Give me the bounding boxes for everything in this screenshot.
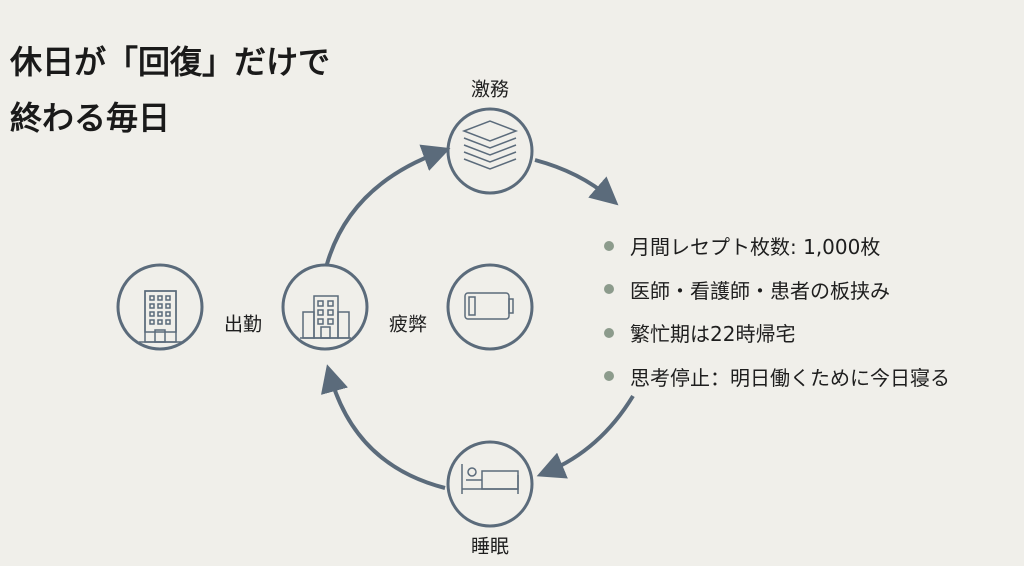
bullet-dot-icon xyxy=(604,240,614,251)
arrow-sleep-to-commute xyxy=(321,364,446,490)
low-battery-icon xyxy=(464,292,514,320)
work-circle xyxy=(446,107,534,195)
sleep-circle xyxy=(446,440,534,528)
bullet-dot-icon xyxy=(604,284,614,295)
battery-circle xyxy=(446,263,534,351)
bullet-text: 月間レセプト枚数: 1,000枚 xyxy=(630,235,881,260)
list-item: 思考停止：明日働くために今日寝る xyxy=(604,355,950,399)
arrow-bullets-to-sleep xyxy=(536,394,635,479)
office-circle-left xyxy=(116,263,204,351)
work-details-list: 月間レセプト枚数: 1,000枚 医師・看護師・患者の板挟み 繁忙期は22時帰宅… xyxy=(604,224,950,398)
title-line-1: 休日が「回復」だけで xyxy=(10,43,331,81)
list-item: 医師・看護師・患者の板挟み xyxy=(604,268,950,312)
node-label-commute: 出勤 xyxy=(223,313,263,336)
bullet-dot-icon xyxy=(604,327,614,338)
list-item: 月間レセプト枚数: 1,000枚 xyxy=(604,224,950,268)
bullet-text: 思考停止：明日働くために今日寝る xyxy=(630,365,950,390)
node-label-fatigue: 疲弊 xyxy=(388,313,428,336)
building-icon xyxy=(139,290,182,343)
node-label-work: 激務 xyxy=(470,78,510,101)
paper-stack-icon xyxy=(461,120,519,170)
arrow-work-to-bullets xyxy=(534,158,619,206)
title-line-2: 終わる毎日 xyxy=(10,99,171,137)
node-label-sleep: 睡眠 xyxy=(470,535,510,558)
office-complex-icon xyxy=(300,295,351,339)
bullet-dot-icon xyxy=(604,371,614,382)
slide-title: 休日が「回復」だけで 終わる毎日 xyxy=(10,34,330,146)
arrow-commute-to-work xyxy=(325,144,451,265)
bullet-text: 医師・看護師・患者の板挟み xyxy=(630,278,890,303)
list-item: 繁忙期は22時帰宅 xyxy=(604,311,950,355)
bullet-text: 繁忙期は22時帰宅 xyxy=(630,322,796,347)
bed-icon xyxy=(461,464,519,494)
office-circle-center xyxy=(281,263,369,351)
